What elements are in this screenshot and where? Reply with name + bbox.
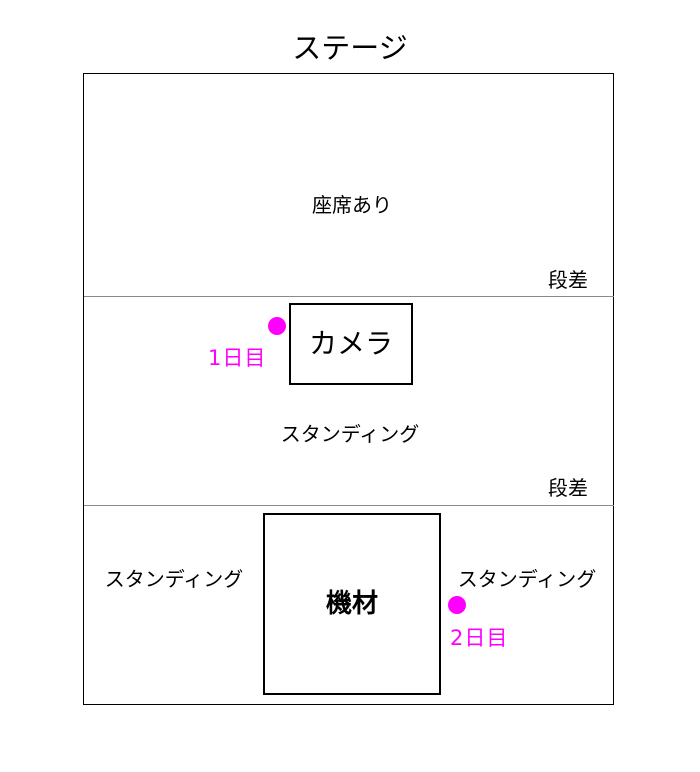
equipment-label: 機材	[325, 589, 378, 619]
camera-label: カメラ	[308, 327, 393, 360]
seating-zone-label: 座席あり	[312, 193, 392, 217]
day2-marker-dot	[448, 596, 466, 614]
step-divider-1	[84, 296, 614, 297]
step-divider-2	[84, 505, 614, 506]
step-label-1: 段差	[548, 268, 588, 292]
standing-middle-label: スタンディング	[280, 422, 420, 446]
day2-marker-label: 2日目	[450, 626, 509, 650]
standing-right-label: スタンディング	[457, 567, 597, 591]
step-label-2: 段差	[548, 476, 588, 500]
day1-marker-dot	[268, 317, 286, 335]
standing-left-label: スタンディング	[104, 567, 244, 591]
day1-marker-label: 1日目	[208, 346, 267, 370]
camera-box: カメラ	[289, 303, 413, 385]
equipment-box: 機材	[263, 513, 441, 695]
stage-title: ステージ	[292, 31, 408, 65]
venue-outline	[83, 73, 614, 705]
